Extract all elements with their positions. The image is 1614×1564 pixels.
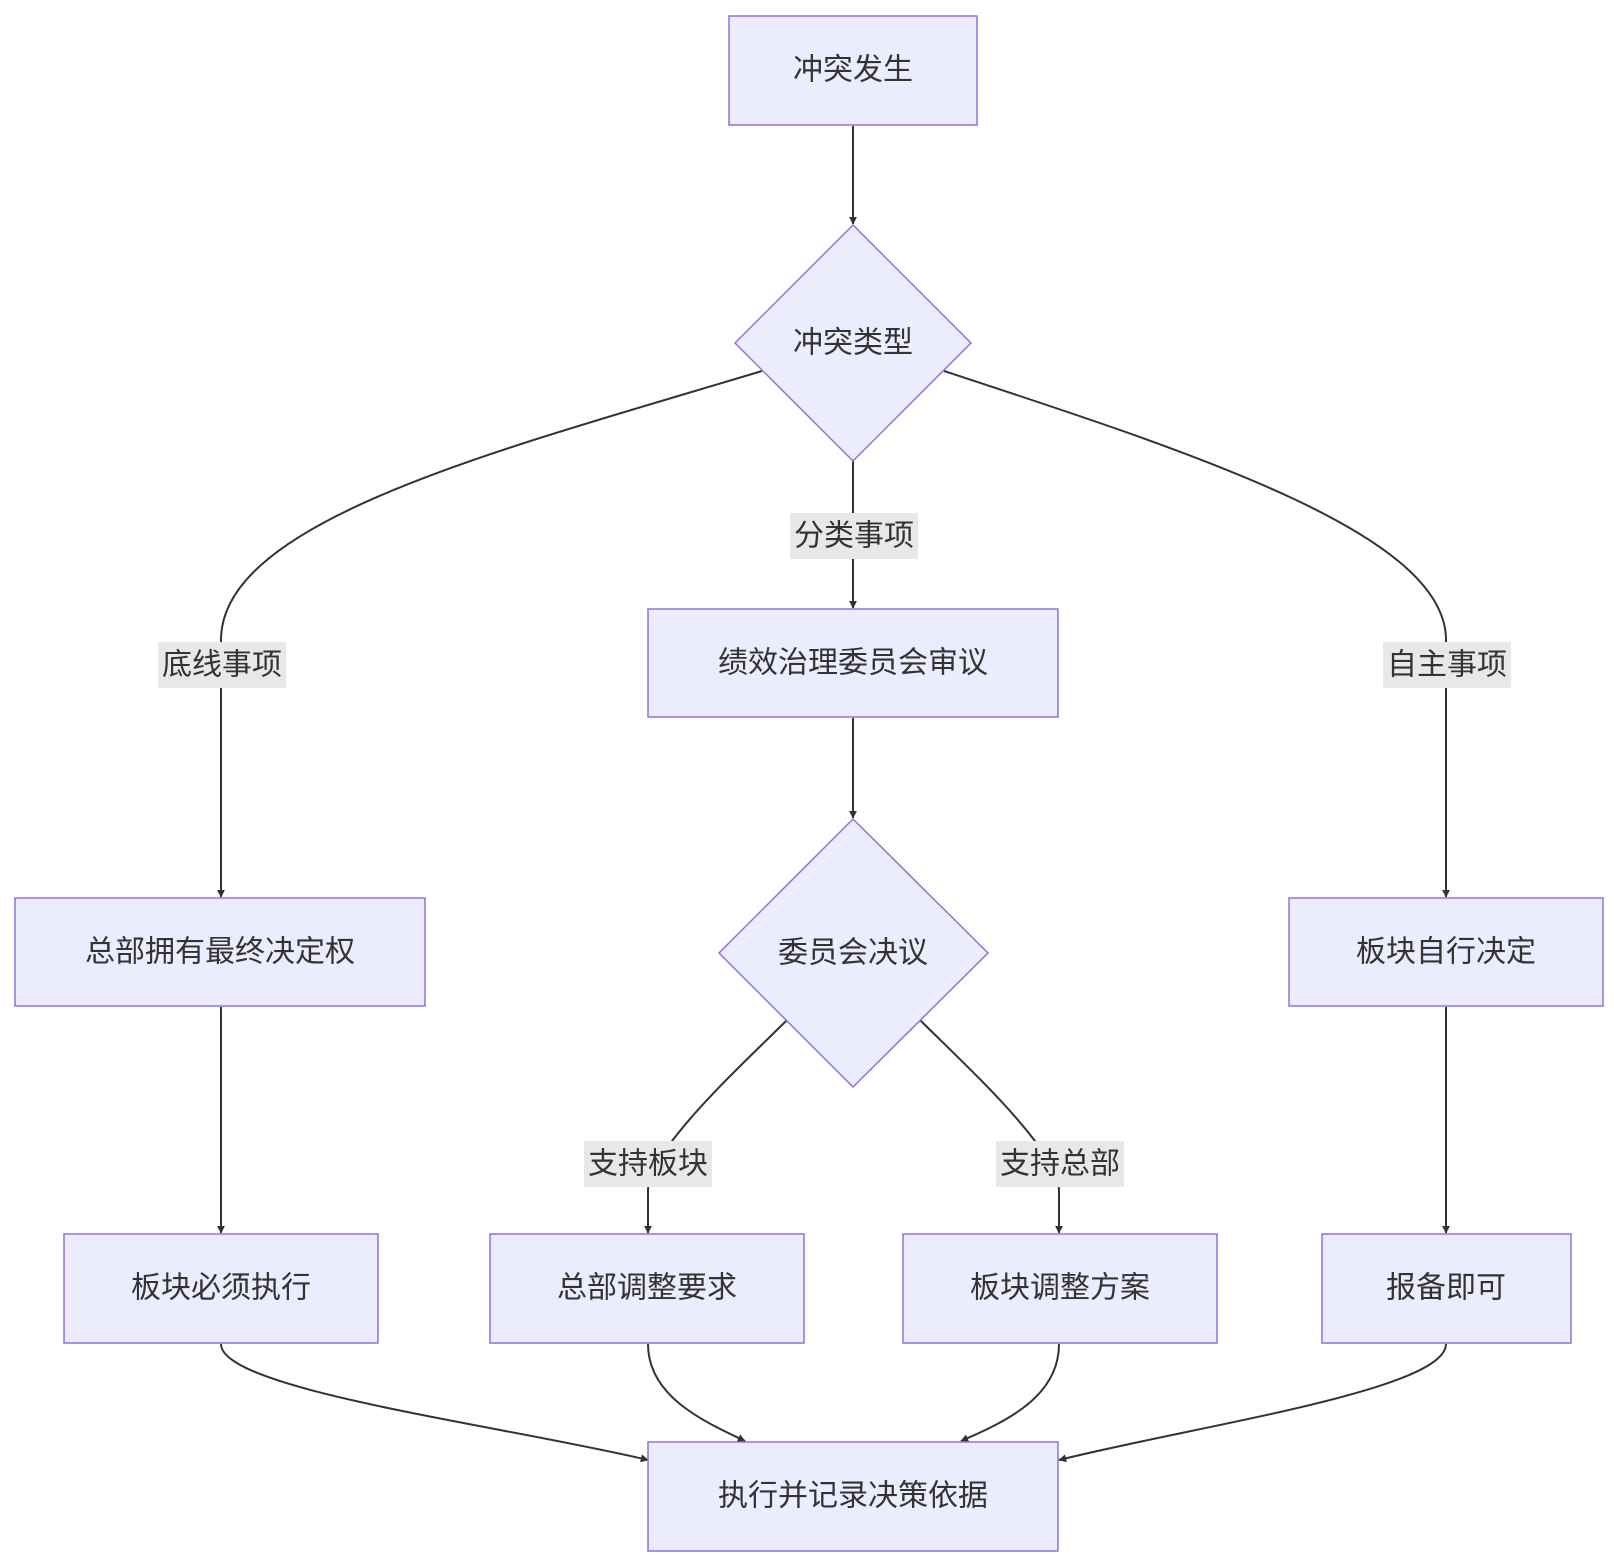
node-label: 冲突类型 xyxy=(793,326,913,361)
edge-label-support-hq: 支持总部 xyxy=(996,1141,1124,1187)
edge-report-to-record xyxy=(1058,1343,1447,1463)
node-file-report: 报备即可 xyxy=(1321,1233,1572,1344)
node-execute-record: 执行并记录决策依据 xyxy=(647,1441,1059,1552)
node-label: 报备即可 xyxy=(1386,1271,1506,1306)
edge-label-text: 分类事项 xyxy=(794,519,914,554)
edge-label-classified: 分类事项 xyxy=(790,513,918,559)
node-label: 板块自行决定 xyxy=(1356,935,1536,970)
edge-label-support-segment: 支持板块 xyxy=(584,1141,712,1187)
edge-must-execute-to-record xyxy=(220,1343,649,1463)
node-committee-resolution: 委员会决议 xyxy=(717,817,990,1089)
edge-hq-adjusts-to-record xyxy=(647,1343,746,1442)
node-label: 冲突发生 xyxy=(793,53,913,88)
node-committee-review: 绩效治理委员会审议 xyxy=(647,608,1059,718)
edge-label-text: 支持总部 xyxy=(1000,1147,1120,1182)
node-segment-decides: 板块自行决定 xyxy=(1288,897,1604,1007)
node-label: 板块调整方案 xyxy=(970,1271,1150,1306)
edge-type-to-segment-decides xyxy=(943,370,1450,898)
node-label: 总部拥有最终决定权 xyxy=(85,935,355,970)
node-label: 板块必须执行 xyxy=(131,1271,311,1306)
edge-label-text: 底线事项 xyxy=(162,648,282,683)
node-label: 绩效治理委员会审议 xyxy=(718,646,988,681)
edges xyxy=(217,126,1450,1463)
edge-label-text: 自主事项 xyxy=(1387,648,1507,683)
node-label: 总部调整要求 xyxy=(557,1271,737,1306)
node-hq-final: 总部拥有最终决定权 xyxy=(14,897,426,1007)
node-label: 执行并记录决策依据 xyxy=(718,1479,988,1514)
edge-type-to-hq-final xyxy=(217,370,763,898)
edge-resolution-to-hq-adjusts xyxy=(644,1019,788,1234)
node-conflict-type: 冲突类型 xyxy=(733,223,973,463)
edge-label-text: 支持板块 xyxy=(588,1147,708,1182)
node-start: 冲突发生 xyxy=(728,15,978,126)
edge-resolution-to-segment-adjusts xyxy=(919,1019,1063,1234)
node-segment-must-execute: 板块必须执行 xyxy=(63,1233,379,1344)
edge-label-bottom-line: 底线事项 xyxy=(158,642,286,688)
edge-segment-adjusts-to-record xyxy=(960,1343,1060,1442)
node-segment-adjusts: 板块调整方案 xyxy=(902,1233,1218,1344)
node-hq-adjusts: 总部调整要求 xyxy=(489,1233,805,1344)
node-label: 委员会决议 xyxy=(778,936,928,971)
edge-label-autonomous: 自主事项 xyxy=(1383,642,1511,688)
